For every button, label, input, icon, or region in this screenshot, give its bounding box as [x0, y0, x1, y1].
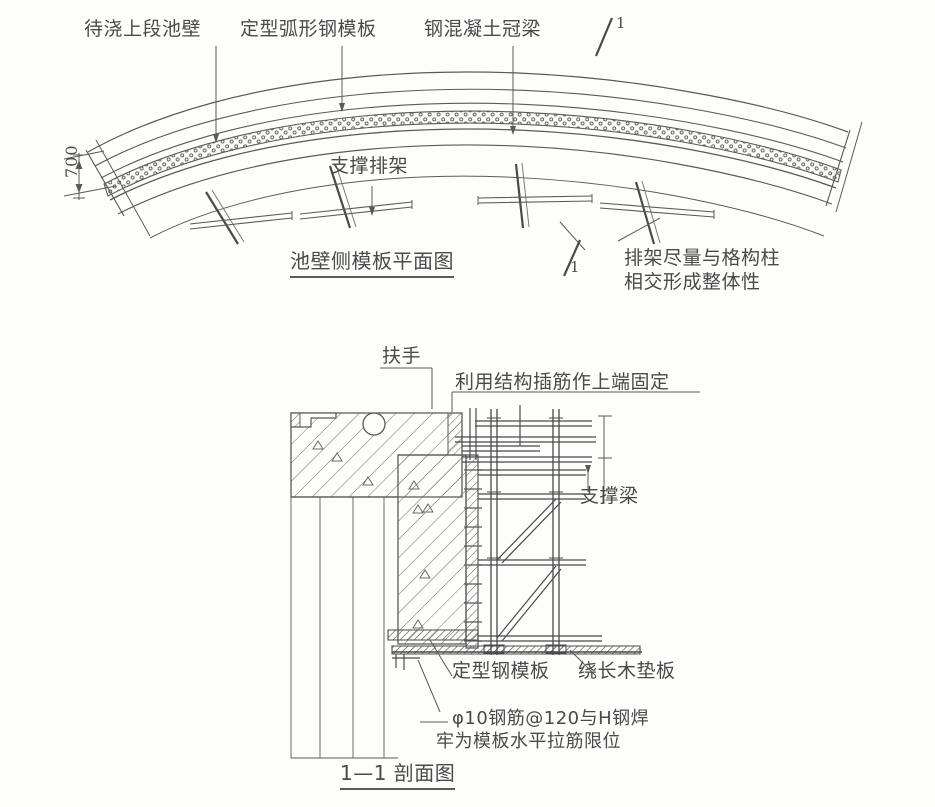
arc-rebar-band — [103, 110, 842, 197]
arc-outer-face — [87, 71, 849, 153]
arc-right-end — [825, 129, 851, 207]
structure-dowel-rebar — [455, 405, 596, 460]
arc-right-radial-ext — [835, 121, 863, 213]
wall-vertical-lines — [290, 497, 385, 758]
label-handrail: 扶手 — [382, 345, 422, 367]
bottom-anchor-detail — [392, 654, 420, 670]
section-leader-arrows — [585, 465, 591, 474]
plan-note-line2: 相交形成整体性 — [624, 271, 761, 293]
scaffold-radial-posts — [205, 163, 656, 245]
arc-second — [94, 88, 847, 167]
steel-formwork-strip — [465, 454, 479, 649]
label-concrete-cap-beam: 钢混凝土冠梁 — [424, 18, 542, 40]
label-wall-to-pour: 待浇上段池壁 — [84, 18, 202, 40]
scaffold-post-edges — [211, 162, 661, 244]
section-view-geometry — [290, 367, 700, 759]
horizontal-tie-plate — [387, 629, 479, 641]
cap-beam-right-strip — [447, 412, 463, 456]
section-leader-lines — [380, 367, 700, 723]
scaffold-diagonal-braces — [496, 498, 562, 642]
section-right-dimension — [598, 415, 612, 504]
label-top-fixing: 利用结构插筋作上端固定 — [455, 371, 670, 393]
plan-view-geometry — [63, 17, 863, 277]
label-steel-form: 定型钢模板 — [452, 660, 550, 682]
arc-scaffold-outer — [149, 175, 825, 239]
plan-leader-lines — [215, 46, 514, 212]
rebar-note-line1: φ10钢筋@120与H钢焊 — [452, 708, 650, 729]
arc-left-end — [85, 149, 125, 217]
formwork-tie-rungs — [464, 469, 482, 642]
section-mark-label-bottom: 1 — [570, 258, 581, 276]
label-long-timber-plate: 绕长木垫板 — [578, 660, 676, 682]
concrete-triangle-markers — [312, 440, 434, 629]
arc-form-inner — [109, 128, 837, 201]
dimension-700-label: 700 — [62, 144, 81, 178]
section-mark-label-top: 1 — [616, 14, 627, 32]
arc-left-radial-ext — [95, 139, 151, 237]
cap-beam-notch-hatch — [290, 412, 301, 428]
section-cut-marks — [562, 17, 614, 277]
plan-note-line1: 排架尽量与格构柱 — [624, 247, 781, 269]
label-support-beam: 支撑梁 — [580, 485, 639, 507]
dimension-700-arrows — [75, 160, 83, 193]
note-leader-line — [617, 217, 661, 242]
arc-innermost — [117, 144, 833, 215]
handrail-section-circle — [362, 412, 386, 436]
section-view-caption: 1—1 剖面图 — [340, 761, 456, 790]
scaffold-posts-section — [490, 409, 560, 655]
scaffold-ledger-ticks — [291, 194, 715, 220]
label-curved-steel-form: 定型弧形钢模板 — [240, 18, 377, 40]
scaffold-node-ticks — [487, 417, 563, 559]
scaffold-ledgers-section — [462, 420, 602, 642]
scaffold-ledgers — [189, 195, 715, 230]
plan-leader-arrows — [213, 103, 516, 216]
rebar-note-line2: 牢为模板水平拉筋限位 — [436, 731, 621, 752]
wall-pour-hatched — [397, 454, 467, 645]
plan-view-caption: 池壁侧模板平面图 — [290, 249, 454, 278]
note-leader-line-2 — [559, 221, 586, 251]
label-support-frame: 支撑排架 — [330, 155, 409, 177]
